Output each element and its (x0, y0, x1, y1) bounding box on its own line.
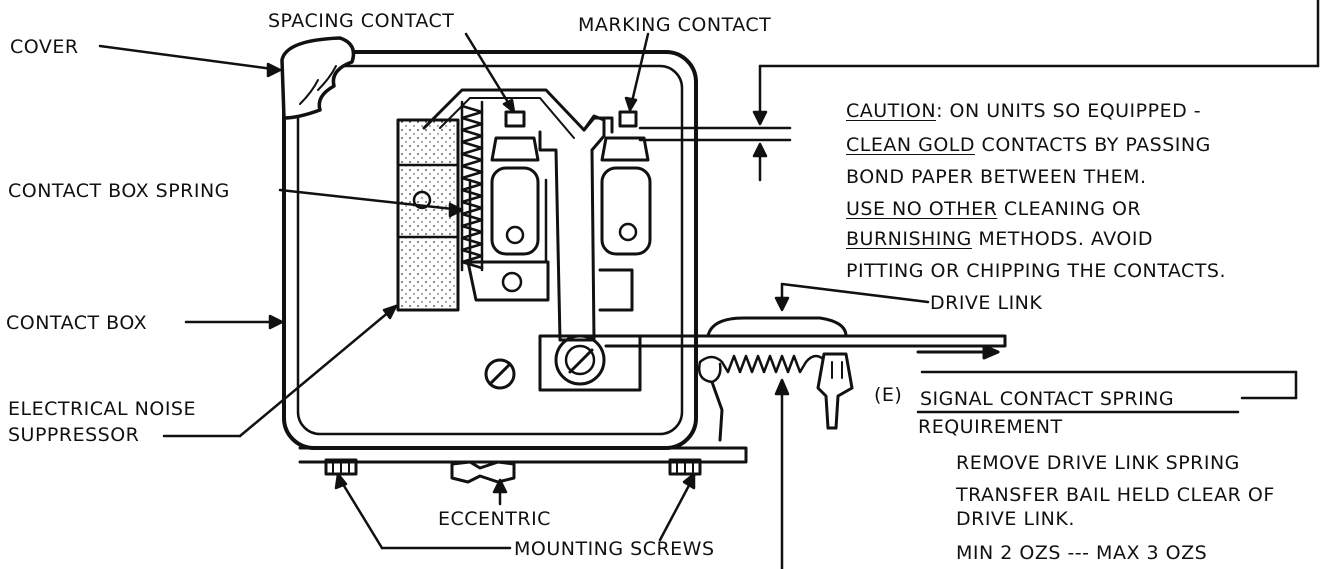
caution-line-6: PITTING OR CHIPPING THE CONTACTS. (846, 260, 1227, 282)
caution-line-2: CLEAN GOLD CONTACTS BY PASSING (846, 134, 1211, 156)
requirement-line-4: MIN 2 OZS --- MAX 3 OZS (956, 542, 1208, 564)
requirement-marker: (E) (874, 384, 903, 406)
mounting-screw-left (324, 458, 358, 476)
drive-link-bail (706, 316, 848, 338)
caution-line-5-rest: METHODS. AVOID (971, 228, 1154, 250)
caution-word: CAUTION (846, 100, 937, 122)
mounting-screws-label: MOUNTING SCREWS (514, 538, 715, 560)
drive-link (596, 334, 1007, 348)
armature-lever (538, 114, 606, 342)
spring-clip (816, 352, 854, 430)
caution-line-2-underlined: CLEAN GOLD (846, 134, 976, 156)
noise-suppressor (396, 118, 460, 312)
requirement-line-2: TRANSFER BAIL HELD CLEAR OF (956, 484, 1275, 506)
noise-suppressor-label-line1: ELECTRICAL NOISE (8, 398, 196, 420)
marking-contact-label: MARKING CONTACT (578, 14, 772, 36)
caution-line-3: BOND PAPER BETWEEN THEM. (846, 166, 1147, 188)
contact-box-spring-label: CONTACT BOX SPRING (8, 180, 230, 202)
box-screw (484, 358, 516, 390)
requirement-line-1: REMOVE DRIVE LINK SPRING (956, 452, 1240, 474)
requirement-title-1: SIGNAL CONTACT SPRING (920, 388, 1175, 410)
contact-box-label: CONTACT BOX (6, 312, 148, 334)
caution-line-2-rest: CONTACTS BY PASSING (975, 134, 1211, 156)
caution-line-4-underlined: USE NO OTHER (846, 198, 998, 220)
contact-box-spring (460, 100, 484, 272)
cover-label: COVER (10, 36, 79, 58)
contact-box-inner-wall (296, 64, 684, 436)
signal-contact-spring (698, 354, 828, 384)
mounting-base (298, 446, 748, 464)
marking-contact-assembly (600, 110, 652, 256)
requirement-line-3: DRIVE LINK. (956, 508, 1075, 530)
caution-line-5: BURNISHING METHODS. AVOID (846, 228, 1153, 250)
spacing-contact-label: SPACING CONTACT (268, 10, 455, 32)
cover-corner (280, 36, 356, 120)
caution-line-4-rest: CLEANING OR (997, 198, 1142, 220)
eccentric-label: ECCENTRIC (438, 508, 551, 530)
caution-line-5-underlined: BURNISHING (846, 228, 972, 250)
mounting-screw-right (668, 458, 702, 476)
requirement-title-2: REQUIREMENT (918, 416, 1063, 438)
noise-suppressor-label-line2: SUPPRESSOR (8, 424, 140, 446)
spacing-contact-assembly (490, 110, 540, 256)
caution-line-1-rest: : ON UNITS SO EQUIPPED - (936, 100, 1202, 122)
drive-link-label: DRIVE LINK (930, 292, 1043, 314)
eccentric-part (450, 460, 516, 484)
caution-line-4: USE NO OTHER CLEANING OR (846, 198, 1141, 220)
caution-line-1: CAUTION: ON UNITS SO EQUIPPED - (846, 100, 1201, 122)
drive-link-arrowhead (982, 344, 1000, 360)
